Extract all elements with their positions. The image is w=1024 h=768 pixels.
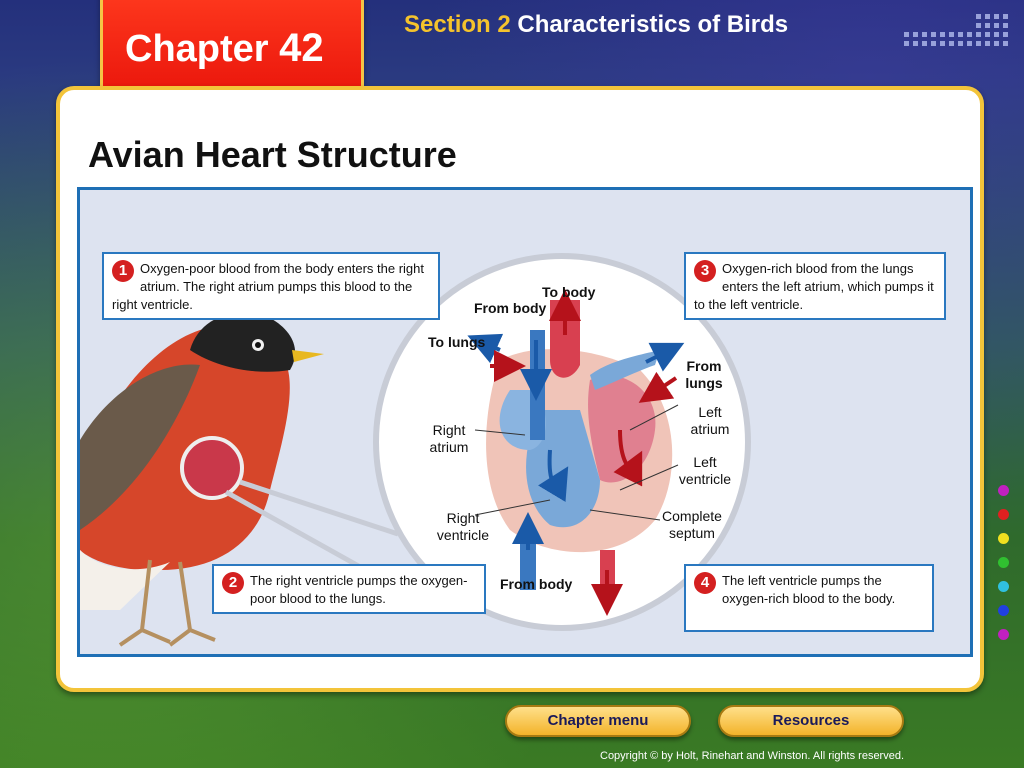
step-number-3: 3 <box>694 260 716 282</box>
grid-dot <box>1003 14 1008 19</box>
grid-dot <box>976 23 981 28</box>
grid-dot <box>940 32 945 37</box>
chapter-menu-button[interactable]: Chapter menu <box>505 705 691 737</box>
grid-dot <box>985 41 990 46</box>
callout-step-4: 4 The left ventricle pumps the oxygen-ri… <box>684 564 934 632</box>
label-to-lungs: To lungs <box>428 334 486 350</box>
grid-dot <box>940 41 945 46</box>
grid-dot <box>967 32 972 37</box>
label-right-ventricle: Right ventricle <box>436 510 490 543</box>
step-number-4: 4 <box>694 572 716 594</box>
section-title: Section 2 Characteristics of Birds <box>404 8 824 41</box>
grid-dot <box>904 41 909 46</box>
grid-dot <box>1003 23 1008 28</box>
grid-dot <box>994 14 999 19</box>
slide-title: Avian Heart Structure <box>88 134 457 175</box>
grid-dot <box>1003 41 1008 46</box>
grid-dot <box>949 32 954 37</box>
grid-dot <box>949 41 954 46</box>
grid-dot <box>922 32 927 37</box>
nav-dot[interactable] <box>998 557 1009 568</box>
callout-step-3: 3 Oxygen-rich blood from the lungs enter… <box>684 252 946 320</box>
nav-dot[interactable] <box>998 509 1009 520</box>
grid-dot <box>967 41 972 46</box>
grid-dot <box>976 32 981 37</box>
label-complete-septum: Complete septum <box>662 508 722 541</box>
copyright-text: Copyright © by Holt, Rinehart and Winsto… <box>600 750 905 762</box>
grid-dot <box>994 23 999 28</box>
step-number-2: 2 <box>222 572 244 594</box>
grid-dot <box>976 41 981 46</box>
section-name: Characteristics of Birds <box>517 11 789 38</box>
nav-dot[interactable] <box>998 581 1009 592</box>
chapter-word: Chapter <box>125 28 269 70</box>
callout-text-1: Oxygen-poor blood from the body enters t… <box>112 261 424 312</box>
label-left-ventricle: Left ventricle <box>678 454 732 487</box>
chapter-number: 42 <box>279 26 324 70</box>
heart-figure: 1 Oxygen-poor blood from the body enters… <box>77 187 973 657</box>
grid-dot <box>985 14 990 19</box>
grid-dot <box>994 41 999 46</box>
callout-text-3: Oxygen-rich blood from the lungs enters … <box>694 261 934 312</box>
callout-text-4: The left ventricle pumps the oxygen-rich… <box>722 573 896 606</box>
callout-step-1: 1 Oxygen-poor blood from the body enters… <box>102 252 440 320</box>
label-right-atrium: Right atrium <box>429 422 469 455</box>
label-left-atrium: Left atrium <box>690 404 730 437</box>
decorative-dot-grid <box>904 14 1014 54</box>
label-from-body-top: From body <box>474 300 547 316</box>
grid-dot <box>931 32 936 37</box>
grid-dot <box>958 32 963 37</box>
grid-dot <box>922 41 927 46</box>
label-from-lungs: From lungs <box>685 358 723 391</box>
nav-dot[interactable] <box>998 605 1009 616</box>
grid-dot <box>931 41 936 46</box>
nav-dot[interactable] <box>998 485 1009 496</box>
callout-step-2: 2 The right ventricle pumps the oxygen-p… <box>212 564 486 614</box>
label-from-body-bottom: From body <box>500 576 573 592</box>
step-number-1: 1 <box>112 260 134 282</box>
heart-diagram-svg <box>80 253 751 647</box>
section-number: Section 2 <box>404 11 511 38</box>
grid-dot <box>994 32 999 37</box>
grid-dot <box>985 32 990 37</box>
nav-dot[interactable] <box>998 629 1009 640</box>
robin-illustration <box>80 312 400 647</box>
label-to-body: To body <box>542 284 596 300</box>
grid-dot <box>1003 32 1008 37</box>
grid-dot <box>976 14 981 19</box>
nav-dot-strip <box>998 485 1009 653</box>
grid-dot <box>985 23 990 28</box>
grid-dot <box>958 41 963 46</box>
heart-closeup <box>373 253 751 631</box>
resources-button[interactable]: Resources <box>718 705 904 737</box>
callout-text-2: The right ventricle pumps the oxygen-poo… <box>250 573 468 606</box>
nav-dot[interactable] <box>998 533 1009 544</box>
grid-dot <box>913 32 918 37</box>
grid-dot <box>904 32 909 37</box>
grid-dot <box>913 41 918 46</box>
